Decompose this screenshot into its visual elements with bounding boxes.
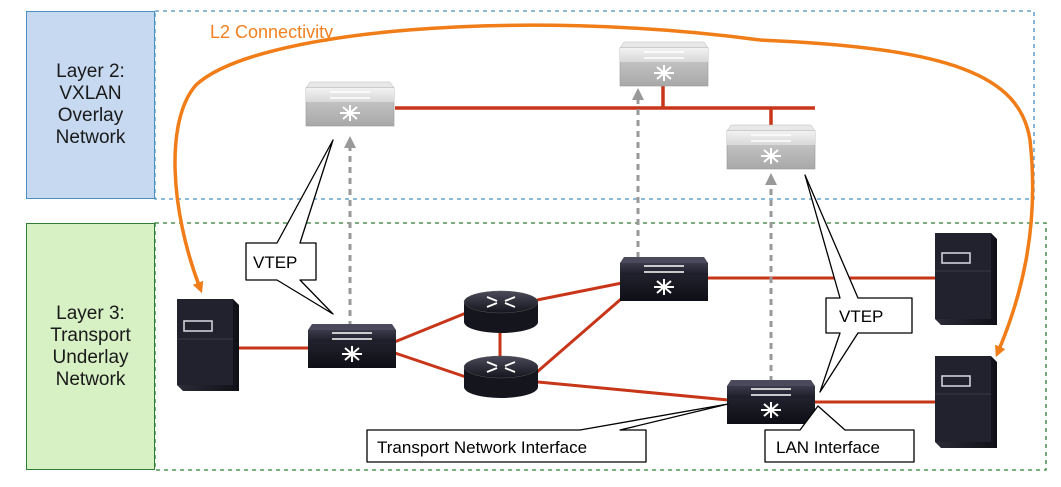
transport-interface-callout: Transport Network Interface — [366, 403, 729, 463]
l2-connectivity-label: L2 Connectivity — [210, 22, 333, 42]
layer3-line-2: Transport — [50, 324, 131, 346]
lan-interface-text: LAN Interface — [776, 438, 880, 457]
server-right-bottom — [935, 356, 997, 448]
overlay-links — [395, 85, 815, 130]
overlay-switch-left — [305, 81, 395, 127]
layer3-label-box: Layer 3: Transport Underlay Network — [26, 223, 155, 470]
vtep-right-text: VTEP — [839, 307, 883, 326]
vtep-mapping-arrows — [344, 88, 777, 382]
link-leftswitch-router1 — [391, 311, 467, 345]
overlay-region-border — [154, 10, 1035, 200]
overlay-switch-right — [726, 124, 816, 170]
transport-interface-text: Transport Network Interface — [377, 438, 587, 457]
l2-connectivity-arc — [173, 23, 1035, 358]
layer2-line-1: Layer 2: — [56, 61, 125, 82]
l2-arc-left — [173, 23, 761, 294]
server-right-top — [935, 233, 997, 325]
vtep-left-text: VTEP — [253, 253, 297, 272]
layer2-line-4: Network — [55, 127, 126, 148]
server-left — [177, 299, 239, 391]
layer2-line-2: VXLAN — [59, 83, 122, 104]
link-router2-midswitch — [536, 291, 629, 374]
router-top — [463, 290, 539, 333]
overlay-switch-top — [619, 41, 709, 87]
layer2-label-box: Layer 2: VXLAN Overlay Network — [26, 11, 155, 199]
underlay-links — [237, 276, 935, 404]
layer3-line-3: Underlay — [52, 346, 129, 368]
router-bottom — [463, 355, 539, 398]
link-router1-midswitch — [536, 281, 623, 302]
link-router2-rightswitch — [537, 380, 729, 402]
underlay-switch-right — [727, 380, 815, 424]
layer3-line-1: Layer 3: — [56, 302, 125, 324]
l2-arc-right — [759, 38, 1035, 358]
vtep-callout-left: VTEP — [245, 139, 334, 315]
underlay-switch-middle — [620, 257, 708, 301]
lan-interface-callout: LAN Interface — [764, 405, 915, 463]
underlay-region-border — [154, 222, 1047, 471]
layer3-line-4: Network — [55, 368, 126, 390]
link-leftswitch-router2 — [391, 350, 467, 379]
underlay-switch-left — [308, 324, 396, 368]
layer2-line-3: Overlay — [57, 105, 124, 126]
vtep-callout-right: VTEP — [804, 174, 913, 393]
